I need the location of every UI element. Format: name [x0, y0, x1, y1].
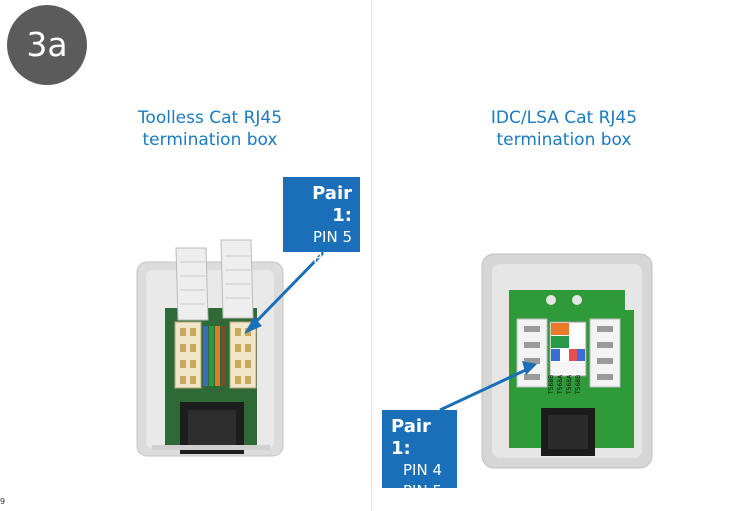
callout-pin: PIN 5 [403, 482, 443, 500]
pcb-label: T568B [548, 374, 555, 394]
right-title-line2: termination box [496, 130, 632, 150]
pcb-standard-labels: T568B T568A T568A T568B [548, 375, 596, 404]
left-title: Toolless Cat RJ45 termination box [90, 107, 330, 151]
idc-box-photo [481, 253, 653, 469]
pointer-arrows [244, 250, 537, 412]
callout-pin: PIN 5 [312, 228, 352, 246]
callout-pin: PIN 4 [312, 249, 352, 267]
right-pair-callout: Pair 1: PIN 4 PIN 5 [382, 410, 457, 500]
page-number: 9 [0, 497, 6, 506]
pcb-label: T568A [566, 374, 573, 394]
callout-heading: Pair 1: [312, 183, 352, 226]
callout-heading: Pair 1: [391, 416, 431, 459]
left-title-line1: Toolless Cat RJ45 [137, 108, 283, 128]
step-badge: 3a [7, 5, 87, 85]
pcb-label: T568B [575, 374, 582, 394]
callout-pin: PIN 4 [403, 461, 443, 479]
column-divider [371, 0, 372, 511]
left-pair-callout: Pair 1: PIN 5 PIN 4 [283, 177, 360, 267]
right-title-line1: IDC/LSA Cat RJ45 [490, 108, 638, 128]
toolless-box-photo [136, 239, 284, 457]
left-title-line2: termination box [142, 130, 278, 150]
right-title: IDC/LSA Cat RJ45 termination box [444, 107, 684, 151]
pcb-label: T568A [557, 374, 564, 394]
